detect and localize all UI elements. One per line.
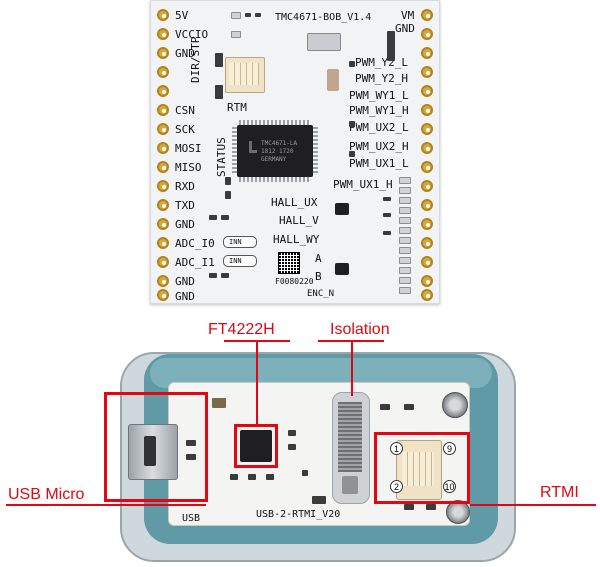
ft4222h-leader-vertical xyxy=(256,340,258,424)
pin-label-miso: MISO xyxy=(175,161,202,174)
pin-label-gnd-3: GND xyxy=(175,275,195,288)
pin-label-adc-i1: ADC_I1 xyxy=(175,256,215,269)
pin-label-sck: SCK xyxy=(175,123,195,136)
pin-label-mosi: MOSI xyxy=(175,142,202,155)
pin-label-pwm-ux2-h: PWM_UX2_H xyxy=(349,140,409,153)
pin-label-gnd-2: GND xyxy=(175,218,195,231)
ft4222h-chip xyxy=(240,430,272,462)
qr-code-text: F0080220 xyxy=(275,277,314,286)
vm-jumper xyxy=(387,31,395,61)
pin-label-vm: VM xyxy=(401,9,415,22)
pin-label-gnd-1: GND xyxy=(175,47,195,60)
enc-n-label: ENC_N xyxy=(307,289,335,299)
hall-v-label: HALL_V xyxy=(279,214,319,227)
resistor-top-1 xyxy=(245,13,251,17)
chip-marking-2: 1812 1720 xyxy=(261,148,294,155)
electrolytic-capacitor xyxy=(327,69,339,91)
pin-label-pwm-y2-l: PWM_Y2_L xyxy=(355,56,408,69)
adc-i1-solder-jumper xyxy=(223,255,257,267)
hall-wy-label: HALL_WY xyxy=(273,233,320,246)
status-led-1 xyxy=(225,177,231,185)
dir-stp-label: DIR/STP xyxy=(189,36,202,83)
screw-head-icon-bottom xyxy=(446,500,470,524)
led-5v xyxy=(231,12,241,19)
pin-label-gnd-4: GND xyxy=(175,290,195,303)
isolation-leader-vertical xyxy=(351,340,353,396)
board-title: TMC4671-BOB_V1.4 xyxy=(275,12,372,23)
ft4222h-box xyxy=(234,424,278,468)
isolation-label: Isolation xyxy=(330,321,390,338)
rtmi-pin-1-marker: 1 xyxy=(390,442,403,455)
hall-buffer-chip-2 xyxy=(335,263,349,275)
pin-label-gnd-right: GND xyxy=(395,22,415,35)
rtmi-pin-2-marker: 2 xyxy=(390,480,403,493)
rtm-connector-pins xyxy=(229,63,259,85)
rtm-label: RTM xyxy=(227,101,247,114)
qr-code xyxy=(278,252,300,274)
rtmi-pin-10-marker: 10 xyxy=(443,480,456,493)
pin-label-vccio: VCCIO xyxy=(175,28,209,41)
pin-label-pwm-ux2-l: PWM_UX2_L xyxy=(349,121,409,134)
rtmi-pin-9-marker: 9 xyxy=(443,442,456,455)
hall-buffer-chip-1 xyxy=(335,203,349,215)
adc-i0-inn-label: INN xyxy=(229,238,242,246)
pin-label-5v: 5V xyxy=(175,9,189,22)
pin-label-pwm-ux1-l: PWM_UX1_L xyxy=(349,157,409,170)
tmc4671-pins-right xyxy=(313,127,318,175)
resistor-top-2 xyxy=(255,13,261,17)
crystal-oscillator xyxy=(307,33,341,51)
rtmi-connector-pins xyxy=(402,452,434,486)
adc-i0-solder-jumper xyxy=(223,236,257,248)
pin-label-pwm-wy1-h: PWM_WY1_H xyxy=(349,104,409,117)
usb-silk-label: USB xyxy=(182,513,201,524)
status-label: STATUS xyxy=(215,137,228,177)
usb-micro-box xyxy=(104,392,208,502)
pin-label-rxd: RXD xyxy=(175,180,195,193)
pin-label-csn: CSN xyxy=(175,104,195,117)
tmc4671-pins-left xyxy=(232,127,237,175)
pin-label-pwm-wy1-l: PWM_WY1_L xyxy=(349,89,409,102)
trinamic-logo-icon xyxy=(249,141,257,153)
adc-i1-inn-label: INN xyxy=(229,257,242,265)
rtmi-box xyxy=(374,432,470,504)
dir-stp-jumper-2 xyxy=(215,85,223,99)
micro-usb-port xyxy=(144,436,156,466)
rtmi-label: RTMI xyxy=(540,484,579,501)
hall-ux-label: HALL_UX xyxy=(271,196,318,209)
tmc4671-pins-bottom xyxy=(239,177,311,182)
chip-marking-1: TMC4671-LA xyxy=(261,140,298,147)
usb-micro-leader xyxy=(6,504,206,506)
dir-stp-jumper-1 xyxy=(215,53,223,67)
isolation-leader-horizontal xyxy=(318,340,384,342)
tmc4671-breakout-board: 5V VCCIO GND CSN SCK MOSI MISO RXD TXD G… xyxy=(150,0,440,304)
chip-marking-3: GERMANY xyxy=(261,156,287,163)
ft4222h-label: FT4222H xyxy=(208,321,275,338)
isolator-chip-base xyxy=(342,476,358,494)
board-name-silk-label: USB-2-RTMI_V20 xyxy=(256,509,341,520)
screw-head-icon xyxy=(442,392,468,418)
led-vccio xyxy=(231,31,241,38)
enc-b-label: B xyxy=(315,270,322,283)
pin-label-pwm-y2-h: PWM_Y2_H xyxy=(355,72,408,85)
usb-micro-label: USB Micro xyxy=(8,486,85,503)
ft4222h-leader-horizontal xyxy=(224,340,290,342)
isolator-chip-core xyxy=(338,402,362,472)
pin-label-txd: TXD xyxy=(175,199,195,212)
pin-label-pwm-ux1-h: PWM_UX1_H xyxy=(333,178,393,191)
status-led-2 xyxy=(225,191,231,199)
tmc4671-pins-top xyxy=(239,120,311,125)
enc-a-label: A xyxy=(315,252,322,265)
rtmi-leader xyxy=(470,504,596,506)
pin-label-adc-i0: ADC_I0 xyxy=(175,237,215,250)
